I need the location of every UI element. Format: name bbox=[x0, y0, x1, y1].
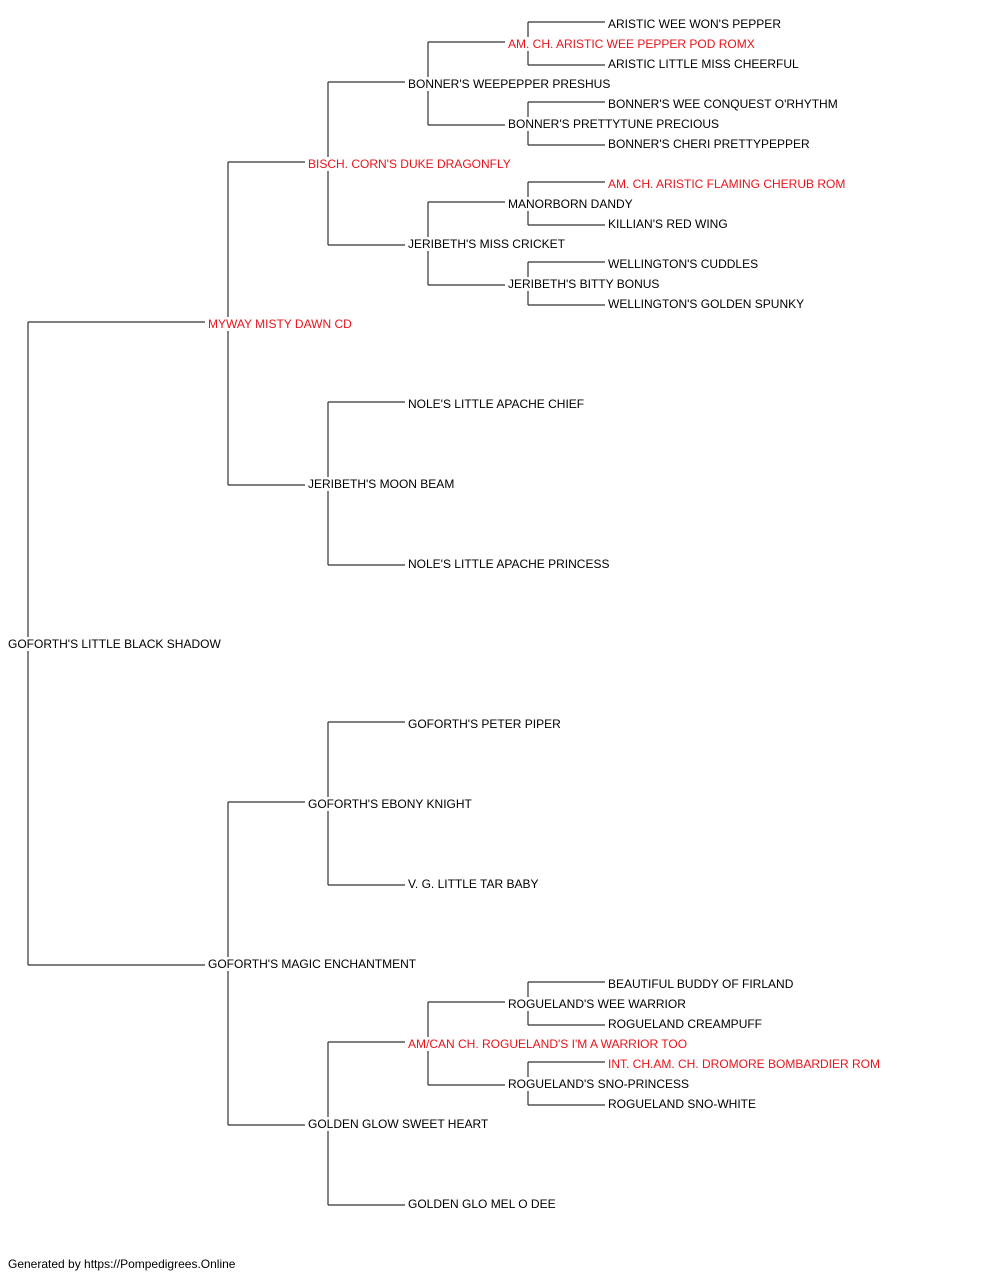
generator-credit: Generated by https://Pompedigrees.Online bbox=[8, 1257, 236, 1271]
subject-name: GOFORTH'S LITTLE BLACK SHADOW bbox=[8, 637, 221, 651]
dam-dam-sire-name: AM/CAN CH. ROGUELAND'S I'M A WARRIOR TOO bbox=[408, 1037, 688, 1051]
gen5-name: BONNER'S WEE CONQUEST O'RHYTHM bbox=[608, 97, 838, 111]
gen5-name: ROGUELAND CREAMPUFF bbox=[608, 1017, 763, 1031]
sire-name: MYWAY MISTY DAWN CD bbox=[208, 317, 352, 331]
sire-dam-dam-name: NOLE'S LITTLE APACHE PRINCESS bbox=[408, 557, 610, 571]
sire-sire-name: BISCH. CORN'S DUKE DRAGONFLY bbox=[308, 157, 511, 171]
dam-dam-sire-dam-name: ROGUELAND'S SNO-PRINCESS bbox=[508, 1077, 689, 1091]
dam-sire-sire-name: GOFORTH'S PETER PIPER bbox=[408, 717, 561, 731]
dam-dam-sire-sire-name: ROGUELAND'S WEE WARRIOR bbox=[508, 997, 686, 1011]
sire-sire-dam-sire-name: MANORBORN DANDY bbox=[508, 197, 633, 211]
gen5-name: KILLIAN'S RED WING bbox=[608, 217, 728, 231]
sire-dam-name: JERIBETH'S MOON BEAM bbox=[308, 477, 455, 491]
sire-sire-dam-dam-name: JERIBETH'S BITTY BONUS bbox=[508, 277, 660, 291]
gen5-name: WELLINGTON'S CUDDLES bbox=[608, 257, 759, 271]
gen5-name: ROGUELAND SNO-WHITE bbox=[608, 1097, 757, 1111]
sire-sire-sire-name: BONNER'S WEEPEPPER PRESHUS bbox=[408, 77, 611, 91]
gen5-name: AM. CH. ARISTIC FLAMING CHERUB ROM bbox=[608, 177, 846, 191]
gen5-name: INT. CH.AM. CH. DROMORE BOMBARDIER ROM bbox=[608, 1057, 881, 1071]
sire-sire-dam-name: JERIBETH'S MISS CRICKET bbox=[408, 237, 565, 251]
sire-sire-sire-dam-name: BONNER'S PRETTYTUNE PRECIOUS bbox=[508, 117, 719, 131]
gen5-name: BEAUTIFUL BUDDY OF FIRLAND bbox=[608, 977, 794, 991]
sire-sire-sire-sire-name: AM. CH. ARISTIC WEE PEPPER POD ROMX bbox=[508, 37, 755, 51]
dam-name: GOFORTH'S MAGIC ENCHANTMENT bbox=[208, 957, 417, 971]
gen5-name: ARISTIC WEE WON'S PEPPER bbox=[608, 17, 781, 31]
gen5-name: WELLINGTON'S GOLDEN SPUNKY bbox=[608, 297, 805, 311]
dam-dam-dam-name: GOLDEN GLO MEL O DEE bbox=[408, 1197, 556, 1211]
gen5-name: BONNER'S CHERI PRETTYPEPPER bbox=[608, 137, 810, 151]
sire-dam-sire-name: NOLE'S LITTLE APACHE CHIEF bbox=[408, 397, 585, 411]
dam-dam-name: GOLDEN GLOW SWEET HEART bbox=[308, 1117, 489, 1131]
gen5-name: ARISTIC LITTLE MISS CHEERFUL bbox=[608, 57, 799, 71]
dam-sire-name: GOFORTH'S EBONY KNIGHT bbox=[308, 797, 472, 811]
dam-sire-dam-name: V. G. LITTLE TAR BABY bbox=[408, 877, 539, 891]
